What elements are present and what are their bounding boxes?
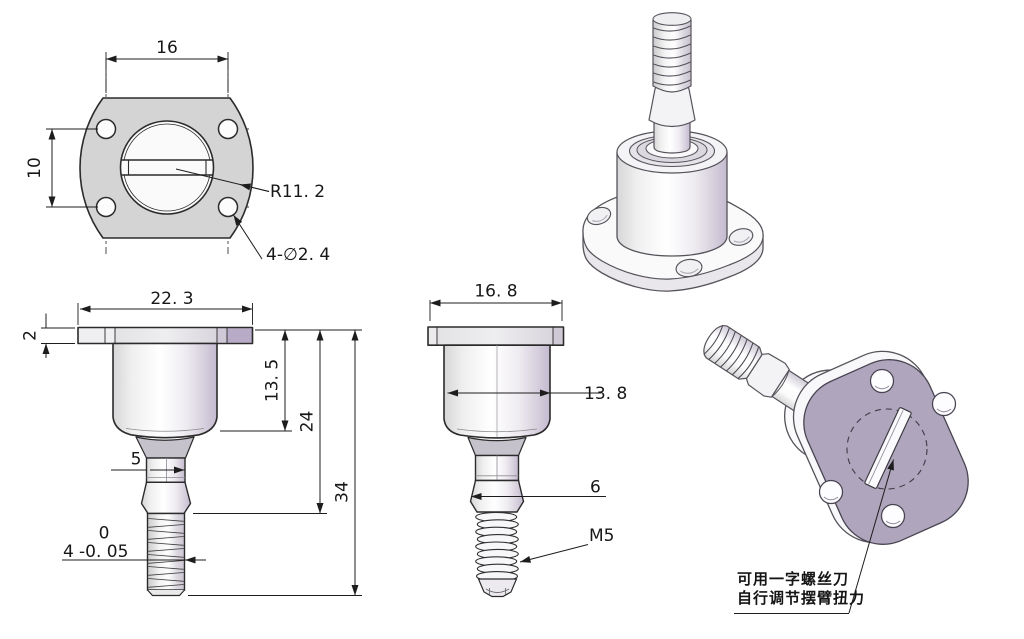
slot-inner-edge xyxy=(868,410,904,485)
top-view-slot-edges xyxy=(121,159,213,176)
annotation-leader xyxy=(848,459,894,614)
dim-body-height: 13. 5 xyxy=(263,359,283,402)
dim-total-height: 34 xyxy=(333,481,353,503)
side-thread-tip-facets xyxy=(485,588,510,595)
front-body xyxy=(112,342,218,439)
annotation-line2: 自行调节摆臂扭力 xyxy=(737,589,865,607)
side-thread-tip xyxy=(477,578,518,598)
dim-body-width: 13. 8 xyxy=(584,384,627,404)
annotation-line1: 可用一字螺丝刀 xyxy=(737,570,849,588)
dim-collet-width: 6 xyxy=(590,478,601,498)
mount-hole xyxy=(95,196,117,218)
dim-thread: M5 xyxy=(589,526,614,546)
front-flange-lavender-cap xyxy=(227,328,252,343)
dim-hole-span-h: 16 xyxy=(156,38,178,58)
side-flange-mid xyxy=(437,327,553,345)
tol-upper: 0 xyxy=(99,524,110,544)
top-view: 16 10 R11. 2 4-∅2. 4 xyxy=(25,38,330,265)
front-flange-mid xyxy=(115,328,217,343)
leader-m5 xyxy=(519,544,589,563)
front-view: 22. 3 2 13. 5 24 34 5 0 4 -0. 05 xyxy=(21,289,362,597)
dim-flange-thickness: 2 xyxy=(21,330,41,341)
iso-stem xyxy=(653,117,691,154)
front-cone xyxy=(135,436,195,459)
mount-hole xyxy=(95,118,117,140)
leader-radius-arrow xyxy=(239,183,270,192)
iso-thread-cap xyxy=(652,12,692,26)
leader-holes xyxy=(233,214,263,260)
biso-thread-ridges xyxy=(703,324,760,379)
biso-hole-shading xyxy=(823,385,952,525)
side-flange-cap xyxy=(553,327,563,345)
iso-mount-holes xyxy=(586,206,754,278)
side-view: 16. 8 13. 8 6 M5 xyxy=(427,282,627,598)
top-view-extension-lines xyxy=(46,52,229,208)
dim-holes: 4-∅2. 4 xyxy=(266,245,330,265)
biso-slot xyxy=(864,407,912,489)
side-thread-coils xyxy=(475,511,519,582)
side-flange-divisions xyxy=(436,327,554,346)
mount-hole xyxy=(586,206,612,226)
front-thread-tip xyxy=(147,589,185,597)
tol-nominal: 4 xyxy=(63,542,74,562)
top-view-slot xyxy=(122,160,212,175)
dim-flange-width: 22. 3 xyxy=(150,289,193,309)
side-cone xyxy=(467,436,527,457)
tol-lower: -0. 05 xyxy=(79,542,128,562)
dim-flange-width-side: 16. 8 xyxy=(474,282,517,302)
top-view-slot-ticks xyxy=(127,160,207,175)
iso-thread-ridges xyxy=(653,25,691,86)
front-body-cup-arc xyxy=(125,428,205,432)
dim-neck-width: 5 xyxy=(131,450,142,470)
dim-recess-radius: R11. 2 xyxy=(270,182,325,202)
top-view-mount-holes xyxy=(95,118,239,218)
dim-hole-span-v: 10 xyxy=(25,157,45,179)
dim-height-to-collet: 24 xyxy=(298,411,318,433)
front-thread-hatch xyxy=(148,518,184,588)
side-body-cup-arc xyxy=(456,428,538,433)
front-flange-step xyxy=(217,328,227,343)
biso-dashed-circle xyxy=(846,408,928,490)
iso-view xyxy=(582,12,764,292)
bottom-iso-view: 可用一字螺丝刀 自行调节摆臂扭力 xyxy=(703,324,969,614)
mount-hole xyxy=(217,196,239,218)
side-neck-lines xyxy=(475,455,519,481)
iso-body xyxy=(616,151,728,257)
mount-hole xyxy=(217,118,239,140)
front-collet xyxy=(140,481,192,515)
front-flange-divisions xyxy=(104,327,228,344)
